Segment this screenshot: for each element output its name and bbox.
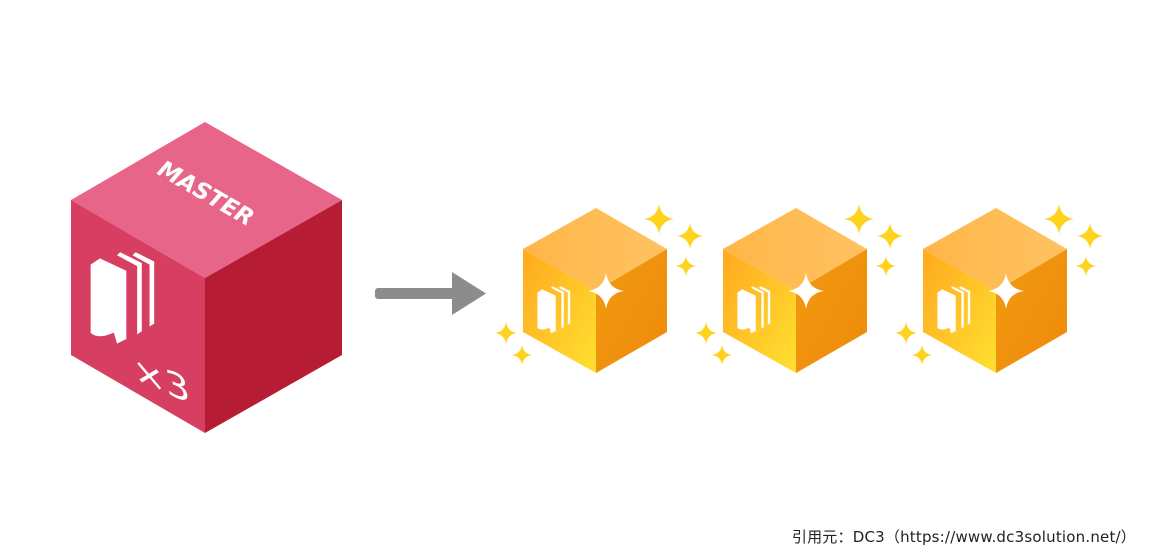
sparkle-icon [912,345,932,365]
master-cube-top-face [71,122,342,278]
source-citation: 引用元：DC3（https://www.dc3solution.net/） [791,528,1136,546]
gold-cube-right-face [796,249,867,373]
sparkle-icon [512,345,532,365]
gold-cube-top-face [923,208,1067,291]
gold-cube-right-face [996,249,1067,373]
right-arrow-icon [375,272,486,315]
gold-cube-copy-3 [895,204,1103,373]
sparkle-icon [844,204,874,234]
sparkle-icon [876,256,896,276]
gold-cube-copy-1 [495,204,703,373]
sparkle-icon [1076,256,1096,276]
master-cube: MASTER ×3 [71,122,342,433]
sparkle-icon [712,345,732,365]
sparkle-icon [695,322,717,344]
sparkle-icon [644,204,674,234]
gold-cube-copy-2 [695,204,903,373]
gold-cube-left-face [523,249,596,373]
sparkle-icon [1044,204,1074,234]
gold-cube-top-face [523,208,667,291]
sparkle-icon [895,322,917,344]
gold-cube-left-face [723,249,796,373]
master-cube-right-face [205,200,342,433]
gold-cube-top-face [723,208,867,291]
sparkle-icon [495,322,517,344]
sparkle-icon [676,256,696,276]
gold-cube-right-face [596,249,667,373]
sparkle-icon [677,223,703,249]
gold-cube-left-face [923,249,996,373]
sparkle-icon [1077,223,1103,249]
sparkle-icon [877,223,903,249]
